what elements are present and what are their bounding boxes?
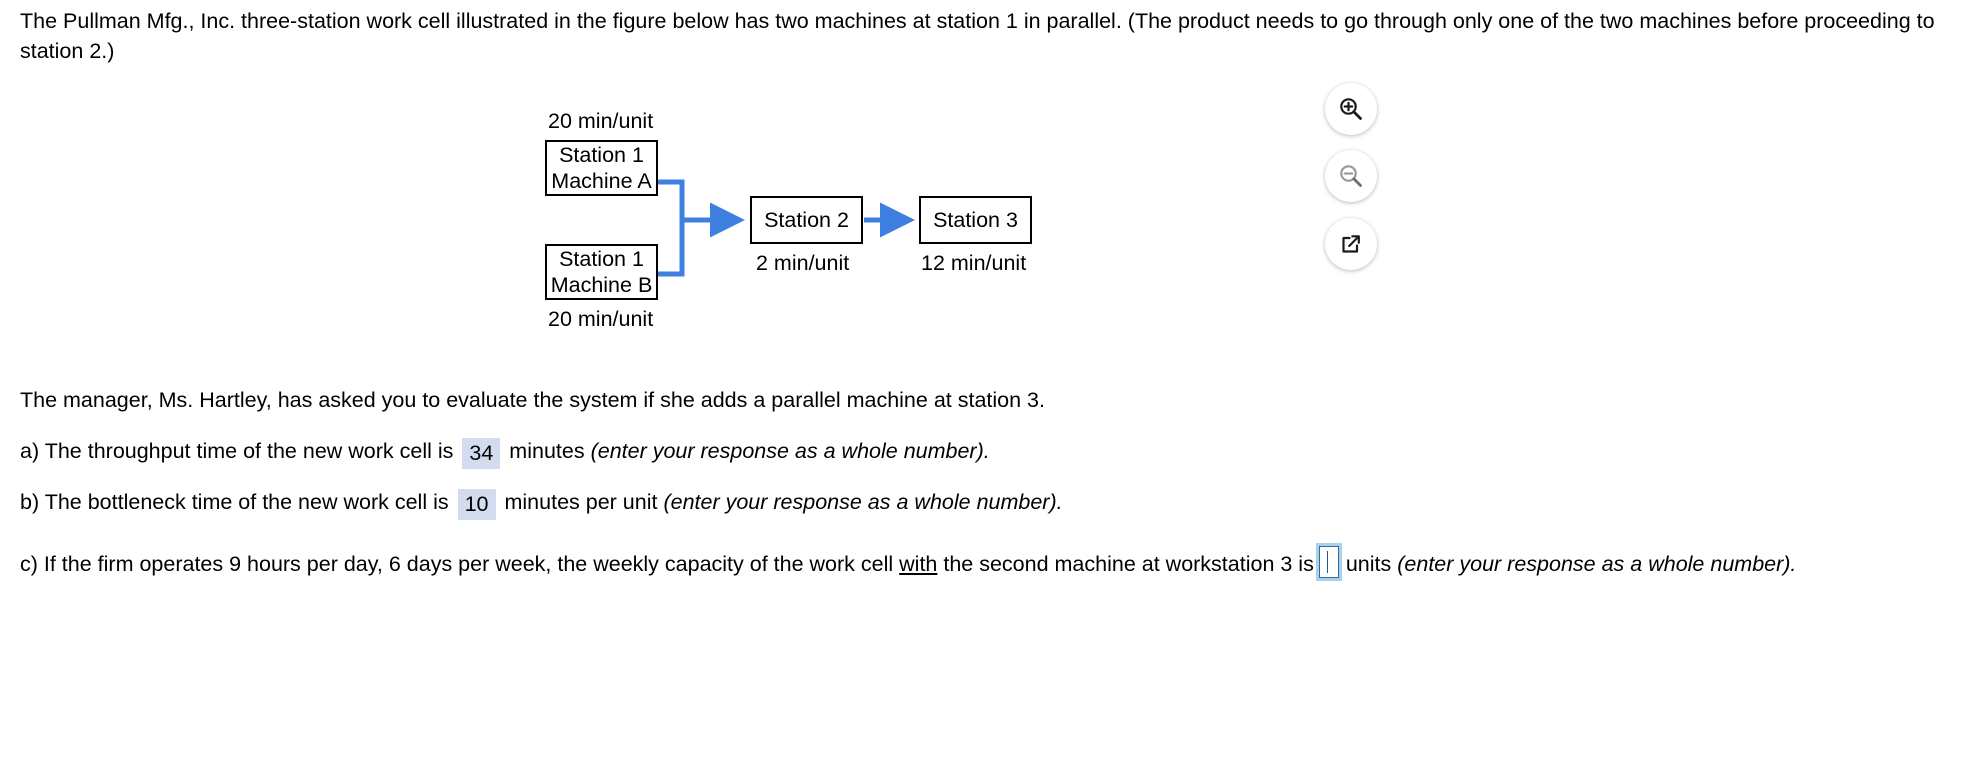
question-b: b) The bottleneck time of the new work c… xyxy=(20,487,1063,520)
zoom-in-icon xyxy=(1340,98,1362,120)
question-a-answer-field[interactable]: 34 xyxy=(462,438,501,469)
node-station1-machine-a: Station 1 Machine A xyxy=(545,140,658,196)
caption-station-3: 12 min/unit xyxy=(921,251,1027,275)
zoom-out-button[interactable] xyxy=(1325,150,1377,202)
open-in-new-window-icon xyxy=(1342,235,1360,253)
node-label-line1: Station 1 xyxy=(559,247,644,271)
question-c-prefix: c) If the firm operates 9 hours per day,… xyxy=(20,552,894,576)
question-c-hint: (enter your response as a whole number). xyxy=(1397,552,1797,576)
node-station1-machine-b: Station 1 Machine B xyxy=(545,244,658,300)
question-a-unit: minutes xyxy=(509,439,585,463)
question-b-answer-field[interactable]: 10 xyxy=(457,489,496,520)
question-b-unit: minutes per unit xyxy=(504,490,658,514)
manager-prompt: The manager, Ms. Hartley, has asked you … xyxy=(20,388,1045,412)
zoom-in-button[interactable] xyxy=(1325,83,1377,135)
node-label-line1: Station 2 xyxy=(764,208,849,232)
work-cell-figure: 20 min/unit 20 min/unit 2 min/unit 12 mi… xyxy=(0,78,1400,378)
node-station-2: Station 2 xyxy=(750,196,863,244)
question-c-answer-input[interactable] xyxy=(1318,546,1339,578)
caption-machine-a: 20 min/unit xyxy=(548,109,654,133)
text-caret xyxy=(1326,551,1329,573)
flow-arrows xyxy=(658,179,916,277)
node-station-3: Station 3 xyxy=(919,196,1032,244)
problem-statement: The Pullman Mfg., Inc. three-station wor… xyxy=(20,9,1935,63)
question-a: a) The throughput time of the new work c… xyxy=(20,436,990,469)
question-c-middle: the second machine at workstation 3 is xyxy=(943,552,1314,576)
question-b-hint: (enter your response as a whole number). xyxy=(663,490,1063,514)
question-c-unit: units xyxy=(1345,552,1392,576)
open-in-new-window-button[interactable] xyxy=(1325,218,1377,270)
question-c: c) If the firm operates 9 hours per day,… xyxy=(20,546,1960,579)
caption-machine-b: 20 min/unit xyxy=(548,307,654,331)
node-label-line1: Station 3 xyxy=(933,208,1018,232)
node-label-line2: Machine A xyxy=(551,169,652,193)
question-a-prefix: a) The throughput time of the new work c… xyxy=(20,439,454,463)
question-b-prefix: b) The bottleneck time of the new work c… xyxy=(20,490,449,514)
question-a-hint: (enter your response as a whole number). xyxy=(590,439,990,463)
zoom-out-icon xyxy=(1340,165,1362,187)
node-label-line2: Machine B xyxy=(550,273,653,297)
caption-station-2: 2 min/unit xyxy=(756,251,850,275)
question-c-emphasis: with xyxy=(899,552,938,576)
node-label-line1: Station 1 xyxy=(559,143,644,167)
